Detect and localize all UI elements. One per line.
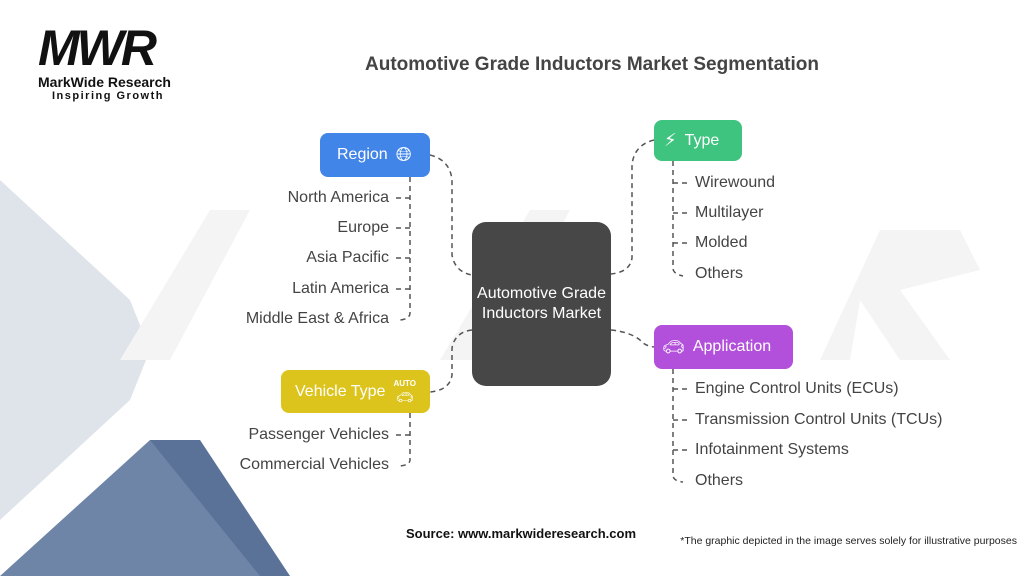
type-item: Wirewound [695, 174, 776, 191]
region-node: Region 🌐︎ [320, 133, 430, 177]
logo-name: MarkWide Research [38, 74, 171, 90]
application-item: Others [695, 472, 744, 489]
vehicle-type-label: Vehicle Type [295, 382, 386, 400]
region-item: Middle East & Africa [245, 310, 389, 327]
plug-icon: ⚡︎ [664, 130, 677, 150]
application-node: 🚗︎ Application [654, 325, 793, 369]
center-node: Automotive Grade Inductors Market [472, 222, 611, 386]
logo: MWR MarkWide Research Inspiring Growth [38, 22, 171, 103]
vehicle-type-item: Passenger Vehicles [248, 426, 389, 443]
application-item: Infotainment Systems [695, 441, 849, 458]
type-label: Type [684, 131, 720, 149]
vehicle-type-item: Commercial Vehicles [239, 456, 389, 473]
application-item: Engine Control Units (ECUs) [695, 380, 899, 397]
car-signal-icon: 🚗︎ [662, 336, 685, 357]
vehicle-type-node: Vehicle Type AUTO 🚗︎ [281, 370, 430, 413]
type-node: ⚡︎ Type [654, 120, 742, 161]
region-label: Region [337, 146, 388, 163]
page-title: Automotive Grade Inductors Market Segmen… [365, 54, 819, 75]
auto-icon-text: AUTO [393, 378, 416, 388]
type-item: Multilayer [695, 204, 764, 221]
source-text: Source: www.markwideresearch.com [406, 526, 637, 541]
footnote: *The graphic depicted in the image serve… [680, 535, 1017, 547]
auto-car-icon: AUTO 🚗︎ [393, 378, 416, 405]
application-item: Transmission Control Units (TCUs) [695, 411, 943, 428]
logo-mark: MWR [38, 20, 157, 76]
region-item: Asia Pacific [306, 249, 389, 266]
type-item: Molded [695, 234, 748, 251]
application-label: Application [692, 338, 772, 355]
region-item: North America [287, 189, 389, 206]
globe-icon: 🌐︎ [395, 143, 412, 166]
region-item: Latin America [292, 280, 389, 297]
region-item: Europe [337, 219, 389, 236]
logo-tagline: Inspiring Growth [52, 90, 164, 102]
type-item: Others [695, 265, 744, 282]
